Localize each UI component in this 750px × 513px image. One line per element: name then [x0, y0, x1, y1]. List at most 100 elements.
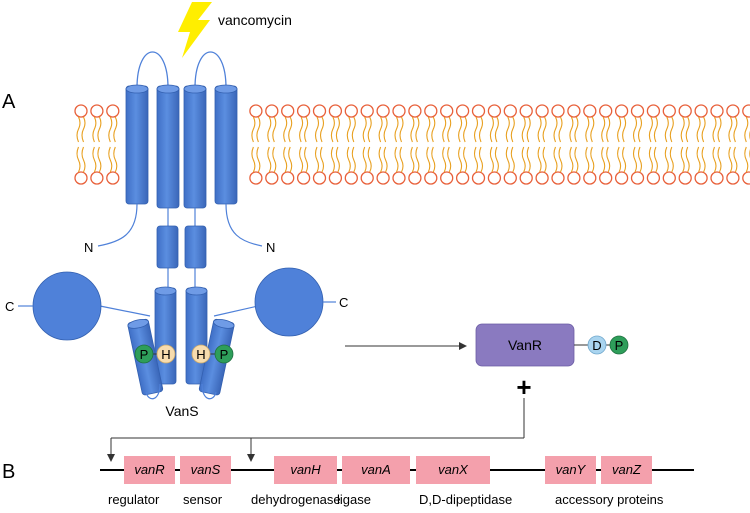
lipid-tail [696, 116, 701, 143]
lipid-tail [648, 116, 653, 143]
lipid-tail [653, 146, 658, 173]
lipid-tail [648, 146, 653, 173]
lipid-tail [272, 116, 277, 143]
gene-box-vanx [416, 456, 490, 484]
lipid-tail [537, 116, 542, 143]
lipid-head [408, 171, 422, 185]
lipid-tail [76, 146, 81, 173]
lipid-tail [712, 146, 717, 173]
lipid-head [90, 171, 104, 185]
lipid-tail [346, 146, 351, 173]
lipid-head [376, 171, 390, 185]
lipid-head [646, 171, 661, 185]
lipid-head [662, 104, 676, 118]
lipid-head [487, 171, 502, 185]
lipid-tail [669, 116, 674, 143]
lipid-tail [569, 116, 574, 143]
lipid-head [455, 171, 470, 185]
lipid-tail [717, 116, 722, 143]
lipid-tail [712, 116, 717, 143]
lipid-tail [590, 116, 595, 143]
lipid-head [376, 104, 390, 118]
lipid-tail [489, 146, 494, 173]
lipid-head [694, 104, 708, 118]
lipid-head [551, 171, 565, 185]
lipid-head [424, 171, 438, 185]
lipid-tail [394, 116, 399, 143]
lipid-head [614, 104, 629, 118]
lipid-tail [410, 146, 415, 173]
lipid-tail [399, 116, 404, 143]
lipid-tail [319, 116, 325, 143]
lipid-head [281, 171, 295, 185]
catalytic-domains [18, 267, 336, 341]
lipid-tail [383, 146, 388, 173]
gene-name-vany: vanY [556, 462, 587, 477]
lipid-tail [521, 116, 526, 143]
phospho-histidine-left [134, 344, 176, 364]
lipid-tail [415, 116, 420, 143]
lipid-tail [304, 146, 309, 173]
h-label-right: H [196, 347, 205, 362]
lipid-tail [442, 146, 447, 173]
lipid-tail [256, 116, 261, 143]
lipid-tail [251, 146, 256, 173]
lipid-tail [367, 146, 372, 173]
accessory-proteins-label: accessory proteins [555, 492, 664, 507]
lipid-tail [346, 116, 351, 143]
lipid-tail [526, 146, 531, 173]
lipid-head [646, 104, 661, 118]
lipid-head [440, 104, 454, 118]
lipid-head [408, 104, 422, 118]
lipid-tail [606, 146, 611, 173]
gene-box-vanz [601, 456, 652, 484]
lipid-head [567, 104, 581, 118]
lipid-tail [76, 116, 81, 143]
lipid-tail [585, 146, 590, 173]
lipid-head [678, 171, 692, 185]
lipid-tail [685, 146, 690, 173]
lipid-head [392, 104, 406, 118]
lipid-tail [494, 116, 499, 143]
lipid-tail [728, 146, 733, 173]
lipid-tail [494, 146, 499, 173]
vancomycin-label: vancomycin [218, 12, 292, 28]
lipid-tail [394, 146, 399, 173]
lipid-tail [399, 146, 404, 173]
lipid-tail [113, 146, 118, 173]
lipid-head [265, 171, 279, 185]
phosphate-icon [134, 344, 154, 364]
lipid-tail [574, 116, 579, 143]
lipid-tail [283, 116, 288, 143]
lipid-tail [410, 116, 415, 143]
gene-name-vanh: vanH [290, 462, 321, 477]
lipid-tail [362, 146, 367, 173]
vans-dhp-helices [127, 286, 235, 400]
lipid-tail [478, 146, 484, 173]
lipid-tail [447, 116, 452, 143]
lipid-tail [537, 146, 542, 173]
lipid-tail [351, 146, 356, 173]
lipid-tail [744, 146, 749, 173]
n-terminus-right: N [266, 240, 275, 255]
lipid-head [487, 104, 502, 118]
phosphotransfer-arrow [345, 342, 467, 350]
lipid-head [742, 171, 750, 185]
lipid-tail [590, 146, 595, 173]
lipid-tail [664, 146, 669, 173]
lipid-tail [81, 146, 86, 173]
lipid-tail [288, 146, 293, 173]
c-terminus-left: C [5, 299, 14, 314]
aspartate-icon [587, 335, 607, 355]
lipid-head [344, 171, 358, 185]
lipid-head [599, 104, 613, 118]
lipid-head [249, 171, 263, 185]
lipid-tail [113, 116, 118, 143]
lipid-head [614, 171, 629, 185]
gene-name-vana: vanA [361, 462, 391, 477]
vans-transmembrane-helices [125, 84, 238, 209]
lipid-tail [585, 116, 590, 143]
lipid-head [344, 104, 358, 118]
lipid-tail [362, 116, 367, 143]
lipid-tail [458, 146, 463, 173]
